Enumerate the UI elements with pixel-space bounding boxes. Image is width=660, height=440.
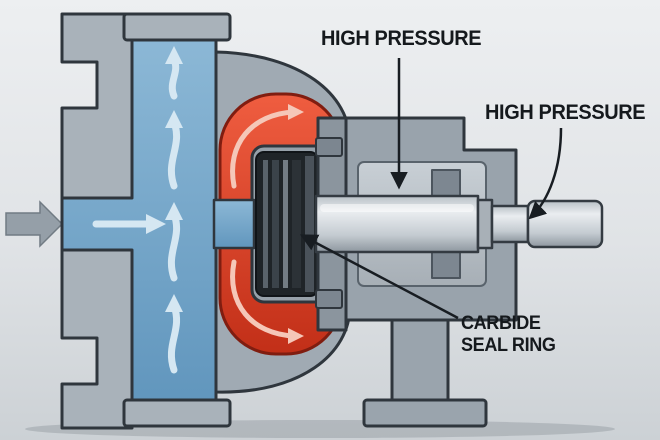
leader-line-carbide-seal <box>299 234 459 320</box>
swirl-arrow-icon <box>230 109 297 189</box>
label-carbide-line1: CARBIDE <box>461 313 541 334</box>
inlet-arrow-icon <box>5 200 64 248</box>
up-flow-arrowhead-icon <box>165 46 183 64</box>
label-high-pressure-top: HIGH PRESSURE <box>321 27 482 50</box>
pump-cross-section <box>60 12 604 430</box>
up-flow-arrow-icon <box>168 56 180 100</box>
up-flow-arrowhead-icon <box>165 110 183 128</box>
swirl-arrows <box>230 104 304 344</box>
up-flow-arrowhead-icon <box>165 294 183 312</box>
support-foot <box>362 318 488 428</box>
bolt-nut-top <box>315 137 343 157</box>
bolt-nut-bottom <box>315 289 343 309</box>
foot-column <box>390 318 450 406</box>
up-flow-arrow-icon <box>167 118 181 190</box>
shaft-step-ring <box>476 198 494 250</box>
suction-flange-lower <box>60 248 134 430</box>
seal-ring-3 <box>283 160 288 288</box>
up-flow-arrow-icon <box>167 302 181 374</box>
impeller-eye <box>212 198 256 250</box>
seal-ring-1 <box>263 160 268 288</box>
water-channel <box>60 34 218 406</box>
suction-flange-upper <box>60 12 134 200</box>
annotations <box>299 58 563 320</box>
swirl-arrowhead-icon <box>288 104 304 120</box>
seal-ring-5 <box>305 156 314 292</box>
label-carbide-seal-ring: CARBIDE SEAL RING <box>461 313 556 357</box>
swirl-arrowhead-icon <box>288 328 304 344</box>
foot-base <box>362 398 488 428</box>
casing-bottom-cap <box>122 398 232 428</box>
carbide-seal-stack <box>255 151 319 297</box>
shaft-reduced <box>490 204 530 244</box>
up-flow-arrowhead-icon <box>165 202 183 220</box>
shaft-highlight <box>320 204 474 212</box>
seal-ring-4 <box>292 160 301 288</box>
leader-line-high-pressure-right <box>528 127 563 220</box>
casing-top-cap <box>122 12 232 42</box>
shaft <box>314 194 604 254</box>
flow-arrows <box>92 46 183 374</box>
inlet-flow-arrowhead-icon <box>146 214 166 234</box>
label-carbide-line2: SEAL RING <box>461 334 556 356</box>
swirl-arrow-icon <box>230 259 297 339</box>
label-high-pressure-right: HIGH PRESSURE <box>485 101 646 124</box>
up-flow-arrow-icon <box>167 210 181 282</box>
seal-ring-2 <box>272 160 279 288</box>
